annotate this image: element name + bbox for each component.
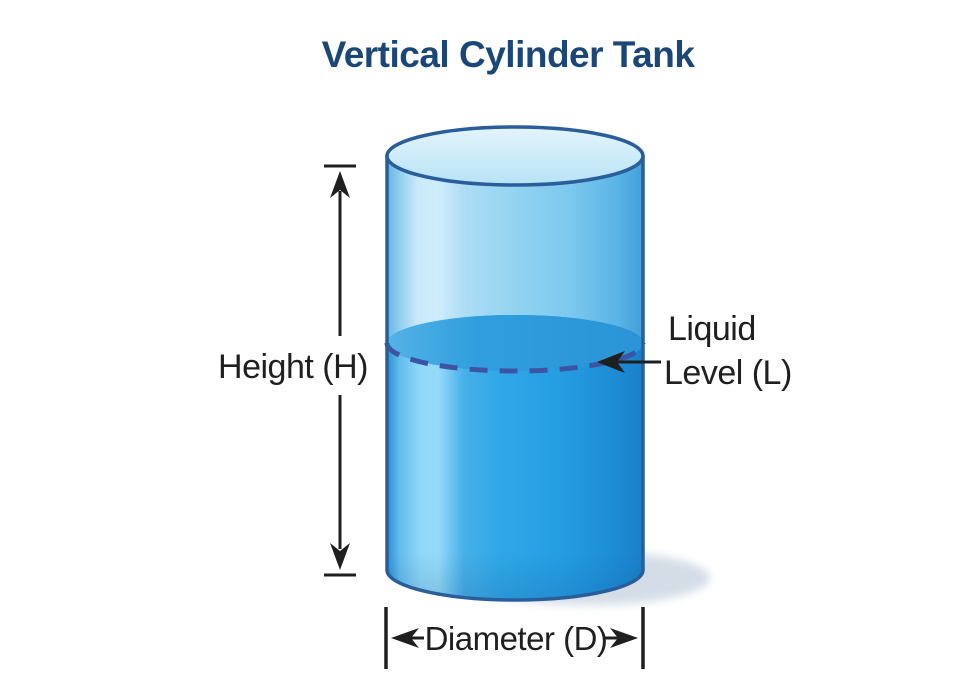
height-arrowhead-down-icon bbox=[330, 543, 350, 570]
height-label: Height (H) bbox=[218, 348, 368, 386]
tank-outline bbox=[385, 154, 645, 602]
height-arrowhead-up-icon bbox=[330, 171, 350, 198]
liquid-label-line1: Liquid bbox=[668, 310, 756, 348]
tank-bottom-shading bbox=[387, 360, 643, 600]
tank-empty-section bbox=[387, 156, 643, 343]
tank-top-ellipse bbox=[385, 125, 645, 187]
diameter-arrowhead-right-icon bbox=[610, 628, 638, 648]
page-title: Vertical Cylinder Tank bbox=[322, 34, 696, 75]
liquid-level-arrowhead-icon bbox=[597, 351, 625, 373]
diameter-label: Diameter (D) bbox=[425, 620, 608, 657]
liquid-level-dashed-line bbox=[384, 342, 646, 374]
diameter-arrowhead-left-icon bbox=[391, 628, 419, 648]
liquid-label-line2: Level (L) bbox=[664, 354, 792, 392]
liquid-level-callout: Liquid Level (L) bbox=[597, 310, 792, 392]
height-measure bbox=[324, 164, 356, 577]
diameter-measure: Diameter (D) bbox=[384, 607, 645, 669]
liquid-surface bbox=[387, 315, 643, 371]
